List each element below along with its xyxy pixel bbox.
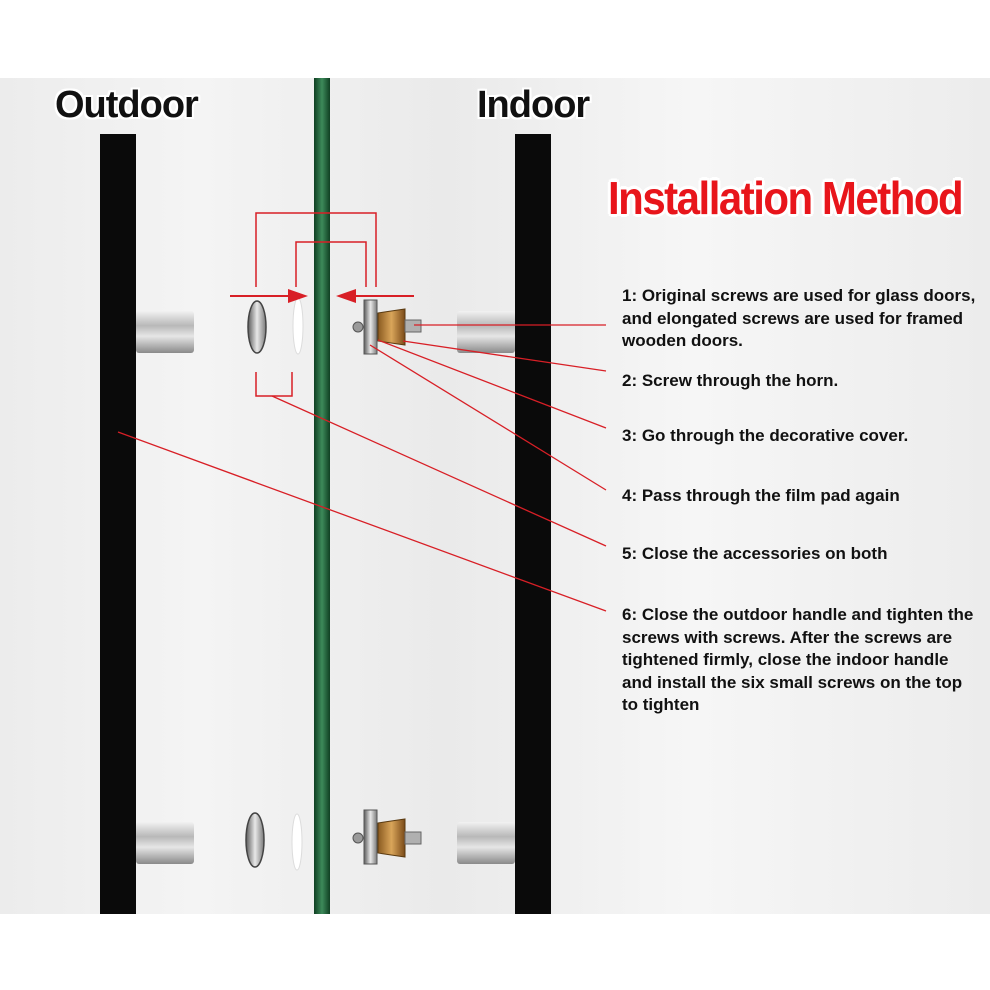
outdoor-label: Outdoor — [55, 84, 199, 126]
leader-line-5 — [271, 395, 607, 547]
film-pad-bottom — [291, 813, 303, 871]
assembly-brackets — [255, 212, 377, 397]
outdoor-handle-bar — [100, 134, 136, 914]
indoor-standoff-bottom — [457, 822, 515, 864]
step-3: 3: Go through the decorative cover. — [622, 426, 909, 445]
film-pad-top — [292, 297, 304, 355]
indoor-screw-assembly-bottom — [352, 809, 422, 865]
push-arrow-right — [336, 289, 414, 303]
diagram-title: Installation Method — [608, 172, 964, 224]
indoor-screw-assembly-top — [352, 299, 422, 355]
leader-line-3 — [377, 339, 607, 429]
outdoor-standoff-top — [136, 311, 194, 353]
indoor-handle-bar — [515, 134, 551, 914]
leader-line-6 — [117, 431, 607, 612]
glass-edge — [314, 78, 330, 914]
leader-lines — [117, 324, 607, 612]
outdoor-cap-bottom — [245, 812, 265, 868]
leader-line-4 — [369, 344, 607, 491]
step-2: 2: Screw through the horn. — [622, 371, 839, 390]
indoor-label: Indoor — [477, 84, 590, 126]
indoor-standoff-top — [457, 311, 515, 353]
outdoor-standoff-bottom — [136, 822, 194, 864]
step-1: 1: Original screws are used for glass do… — [622, 286, 976, 350]
step-5: 5: Close the accessories on both — [622, 544, 888, 563]
leader-line-2 — [402, 340, 607, 372]
step-6: 6: Close the outdoor handle and tighten … — [622, 605, 974, 714]
step-4: 4: Pass through the film pad again — [622, 486, 900, 505]
push-arrow-left — [230, 289, 308, 303]
outdoor-cap-top — [247, 300, 267, 354]
